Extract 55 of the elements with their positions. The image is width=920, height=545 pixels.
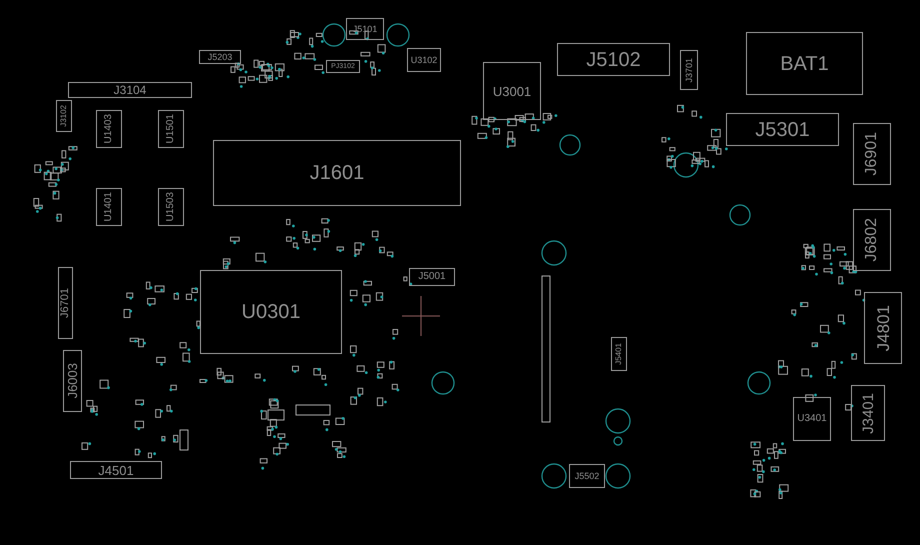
part-designator: J1601: [310, 163, 364, 183]
part-designator: J5001: [418, 272, 446, 282]
chip-outline: [96, 188, 122, 226]
chip-outline: [793, 397, 831, 441]
part-designator: J5102: [586, 50, 641, 70]
part-designator: J3102: [60, 105, 68, 127]
part-designator: J3701: [684, 58, 694, 82]
connector-outline: [851, 385, 885, 441]
part-designator: J6003: [66, 363, 79, 399]
part-designator: J6802: [864, 218, 880, 262]
part-designator: U1501: [166, 114, 176, 144]
connector-outline: [557, 43, 670, 76]
connector-outline: [58, 267, 73, 339]
part-designator: J3401: [860, 392, 876, 434]
connector-outline: [346, 18, 384, 40]
connector-outline: [56, 100, 72, 132]
connector-outline: [213, 140, 461, 206]
part-designator: J5101: [352, 24, 378, 34]
part-designator: U3102: [410, 56, 438, 64]
part-designator: J6701: [60, 288, 71, 318]
part-designator: J5502: [574, 472, 600, 480]
connector-outline: [409, 268, 455, 286]
part-designator: J5301: [755, 120, 810, 140]
connector-outline: [611, 337, 627, 371]
part-designator: J5401: [615, 343, 623, 365]
chip-outline: [200, 270, 342, 354]
connector-outline: [70, 461, 162, 479]
chip-outline: [483, 62, 541, 120]
battery-outline: [746, 32, 863, 95]
connector-outline: [63, 350, 82, 412]
part-designator: J3104: [114, 84, 146, 96]
part-designator: U3001: [492, 84, 532, 98]
part-designator: U1401: [104, 192, 114, 222]
connector-outline: [726, 113, 839, 146]
connector-outline: [853, 209, 891, 271]
part-designator: U0301: [242, 302, 300, 322]
jumper-outline: [326, 60, 360, 73]
part-designator: J4501: [98, 464, 134, 476]
chip-outline: [158, 110, 184, 148]
connector-outline: [853, 123, 891, 185]
chip-outline: [407, 48, 441, 72]
connector-outline: [199, 50, 241, 64]
connector-outline: [680, 50, 698, 90]
part-designator: J5203: [208, 52, 232, 62]
part-designator: U1403: [104, 114, 114, 144]
connector-outline: [68, 82, 192, 98]
chip-outline: [96, 110, 122, 148]
connector-outline: [864, 292, 902, 364]
chip-outline: [158, 188, 184, 226]
part-designator: U3401: [797, 414, 827, 424]
part-designator: J6901: [864, 132, 880, 176]
connector-outline: [569, 464, 605, 488]
part-designator: J4801: [874, 304, 892, 352]
part-designator: U1503: [166, 192, 176, 222]
part-designator: BAT1: [780, 54, 829, 74]
